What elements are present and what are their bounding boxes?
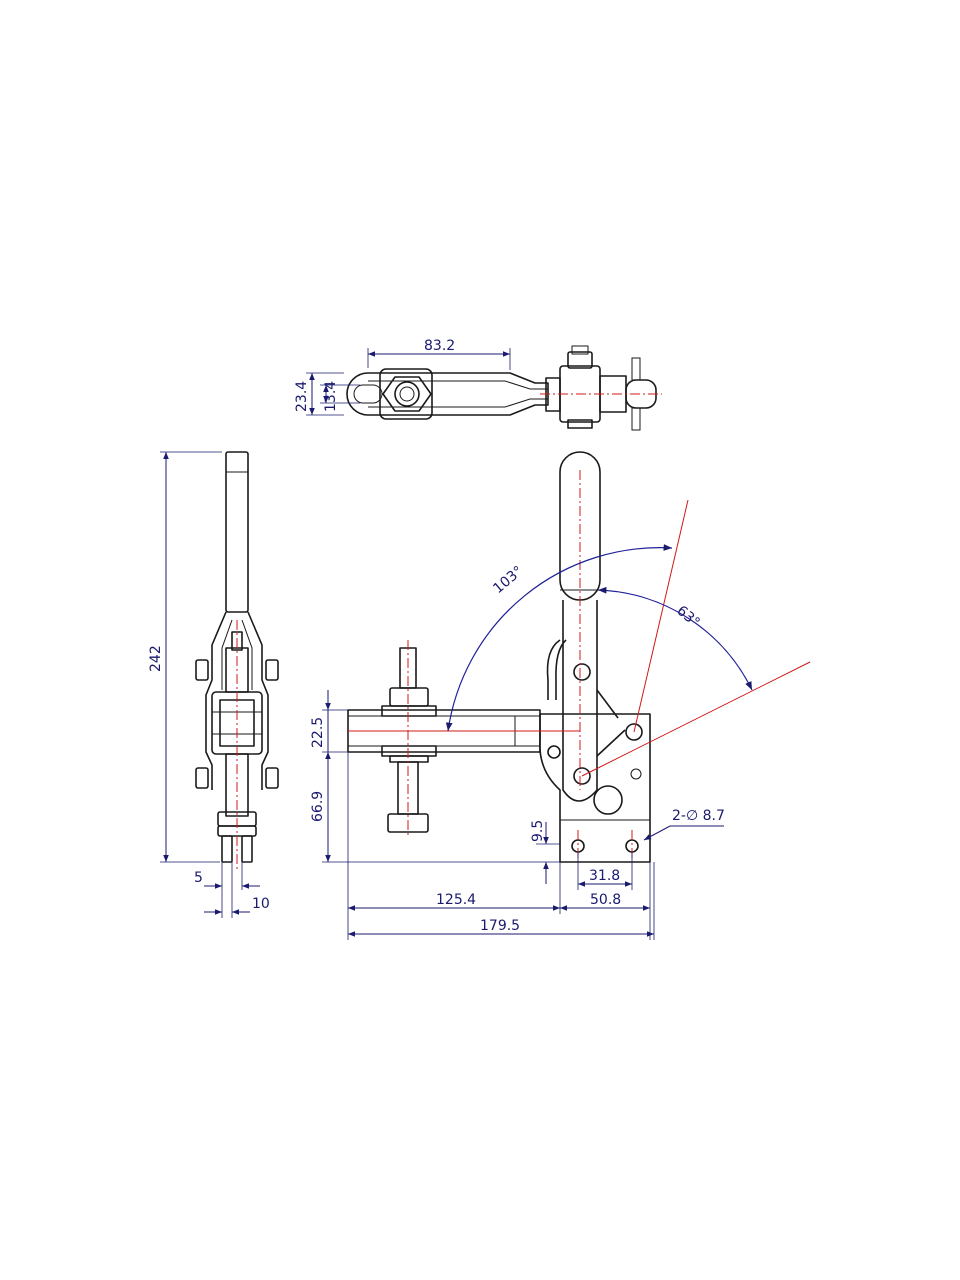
front-view xyxy=(347,451,811,863)
dim-base-length: 50.8 xyxy=(590,892,621,908)
dim-side-width-small: 5 xyxy=(194,870,203,886)
dim-top-height-inner: 13.4 xyxy=(323,381,339,412)
dim-arm-height: 66.9 xyxy=(310,791,326,822)
dim-arm-thickness: 22.5 xyxy=(310,717,326,748)
dim-base-thickness: 9.5 xyxy=(530,820,546,842)
dim-top-height-outer: 23.4 xyxy=(294,381,310,412)
side-view xyxy=(195,451,279,870)
angle-open-label: 103° xyxy=(490,563,526,597)
angle-handle-label: 63° xyxy=(673,603,702,631)
top-view-dimensions: 83.2 23.4 13.4 xyxy=(294,338,511,416)
front-view-dimensions: 22.5 66.9 9.5 2-∅ 8.7 31.8 125.4 50.8 17… xyxy=(310,690,725,940)
dim-side-height: 242 xyxy=(148,645,164,672)
dim-hole-spacing: 31.8 xyxy=(589,868,620,884)
dim-top-length: 83.2 xyxy=(424,338,455,354)
dim-side-width-large: 10 xyxy=(252,896,270,912)
side-view-dimensions: 242 5 10 xyxy=(148,451,270,918)
dim-arm-reach: 125.4 xyxy=(436,892,476,908)
dim-overall-length: 179.5 xyxy=(480,918,520,934)
dim-hole-callout: 2-∅ 8.7 xyxy=(672,808,725,824)
top-view xyxy=(346,345,662,431)
